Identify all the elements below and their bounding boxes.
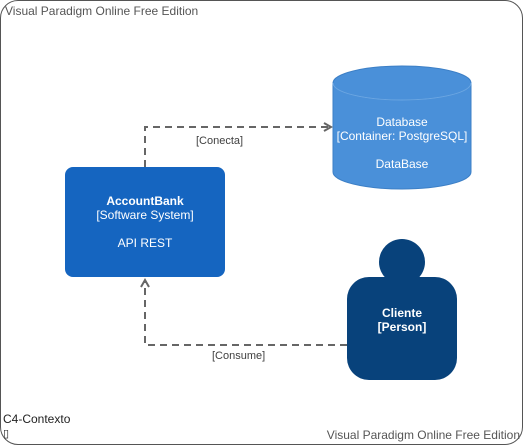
person-type: [Person] xyxy=(377,320,427,334)
person-title: Cliente xyxy=(381,306,422,320)
software-system-type: [Software System] xyxy=(96,208,194,222)
diagram-name-glyph: ▯ xyxy=(3,428,10,440)
diagram-name: C4-Contexto xyxy=(3,412,71,426)
software-system-box[interactable]: AccountBank [Software System] API REST xyxy=(65,167,225,277)
person-label: Cliente [Person] xyxy=(347,306,457,334)
software-system-description: API REST xyxy=(117,236,173,250)
relation-conecta-label: [Conecta] xyxy=(195,135,245,147)
database-label: Database [Container: PostgreSQL] DataBas… xyxy=(333,115,471,171)
relation-consume-line[interactable] xyxy=(145,281,347,346)
database-type: [Container: PostgreSQL] xyxy=(336,129,468,143)
watermark-bottom: Visual Paradigm Online Free Edition xyxy=(326,428,520,442)
relation-consume-label: [Consume] xyxy=(211,350,267,362)
watermark-top: Visual Paradigm Online Free Edition xyxy=(5,4,199,18)
database-description: DataBase xyxy=(375,157,429,171)
person-shape[interactable] xyxy=(347,239,457,380)
software-system-title: AccountBank xyxy=(106,194,184,208)
relation-conecta-line[interactable] xyxy=(144,127,330,167)
database-cylinder[interactable] xyxy=(332,65,472,190)
database-title: Database xyxy=(376,115,428,129)
